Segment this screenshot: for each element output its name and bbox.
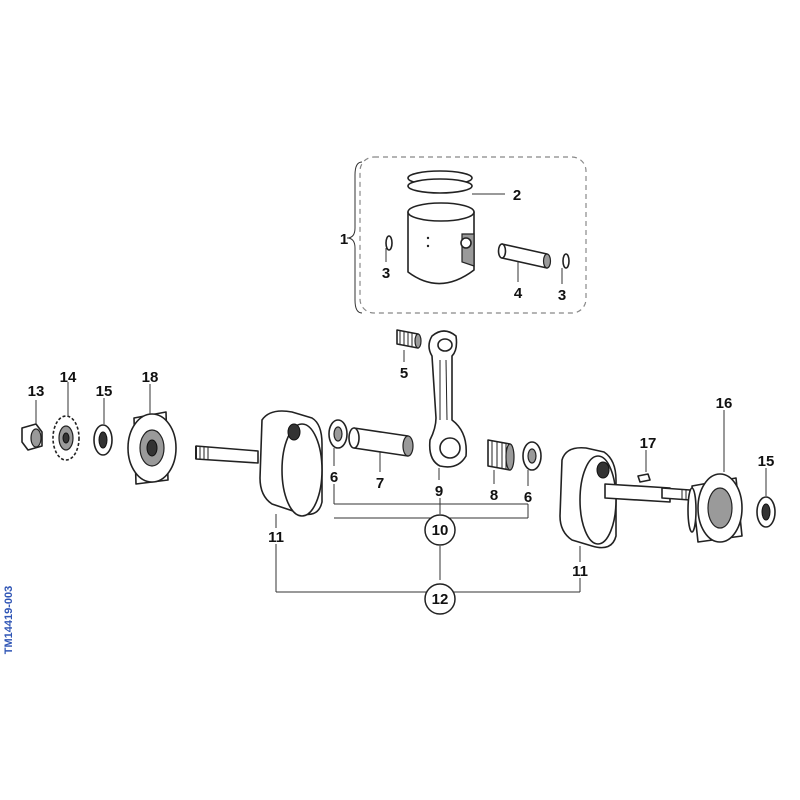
callout-3-right: 3: [558, 287, 566, 304]
callout-16: 16: [716, 395, 733, 412]
piston: [407, 202, 475, 285]
big-end-needle-bearing: [487, 439, 515, 471]
crankshaft-nut: [21, 423, 43, 451]
small-end-needle-bearing: [396, 329, 422, 349]
right-crank-half: [559, 446, 691, 549]
callout-9: 9: [435, 483, 443, 500]
connecting-rod: [428, 330, 468, 468]
callout-3-left: 3: [382, 265, 390, 282]
callout-13: 13: [28, 383, 45, 400]
piston-kit-dashed-box: [359, 156, 587, 314]
piston-pin: [497, 243, 552, 269]
callout-17: 17: [640, 435, 657, 452]
callout-11-left: 11: [268, 529, 284, 546]
oil-seal-right: [756, 496, 776, 528]
callout-1: 1: [340, 231, 348, 248]
callout-11-right: 11: [572, 563, 588, 580]
oil-seal-left: [93, 424, 113, 456]
crank-pin: [348, 427, 414, 457]
callout-6-left: 6: [330, 469, 338, 486]
callout-12: 12: [432, 591, 449, 608]
piston-rings: [407, 170, 473, 194]
callout-7: 7: [376, 475, 384, 492]
piston-pin-circlip-left: [385, 235, 393, 251]
drawing-reference-code: TM14419-003: [3, 585, 15, 655]
callout-10-circle: [424, 514, 456, 546]
woodruff-key: [637, 473, 651, 483]
thrust-washer-left: [328, 419, 348, 449]
piston-pin-circlip-right: [562, 253, 570, 269]
leader-lines: [35, 193, 767, 593]
callout-15-left: 15: [96, 383, 113, 400]
callout-4: 4: [514, 285, 523, 302]
thrust-washer-right: [522, 441, 542, 471]
crankshaft-gear: [52, 415, 80, 461]
main-bearing-left: [127, 411, 177, 485]
callout-15-right: 15: [758, 453, 775, 470]
callout-18: 18: [142, 369, 159, 386]
piston-kit-brace: [346, 161, 363, 314]
callout-6-right: 6: [524, 489, 532, 506]
callout-14: 14: [60, 369, 77, 386]
callout-12-circle: [424, 583, 456, 615]
left-crank-half: [195, 410, 323, 517]
callout-2: 2: [513, 187, 521, 204]
callout-5: 5: [400, 365, 408, 382]
callout-8: 8: [490, 487, 498, 504]
callout-10: 10: [432, 522, 449, 539]
main-bearing-right: [687, 473, 743, 543]
